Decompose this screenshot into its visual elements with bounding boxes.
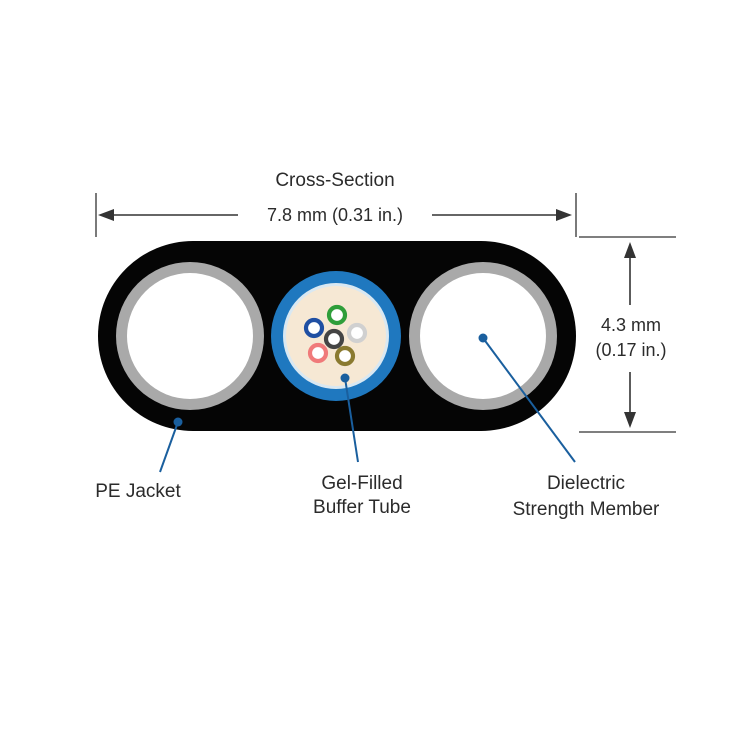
width-dimension: 7.8 mm (0.31 in.)	[95, 193, 577, 237]
label-strength-member-line2: Strength Member	[513, 499, 660, 520]
leader-dot-pe-jacket	[173, 417, 183, 427]
arrowhead-right-icon	[556, 209, 572, 221]
fiber-blue	[303, 317, 325, 339]
arrowhead-up-icon	[624, 242, 636, 258]
height-dimension-label-mm: 4.3 mm	[601, 315, 661, 335]
fiber-rose	[307, 342, 329, 364]
leader-line-strength-member	[482, 337, 576, 463]
arrowhead-left-icon	[98, 209, 114, 221]
arrowhead-down-icon	[624, 412, 636, 428]
fiber-black	[323, 328, 345, 350]
leader-line-pe-jacket	[159, 421, 179, 473]
strength-member-left-core	[127, 273, 253, 399]
height-dimension-label-in: (0.17 in.)	[595, 340, 666, 360]
label-strength-member-line1: Dielectric	[547, 473, 625, 494]
leader-dot-strength-member	[478, 333, 488, 343]
diagram-title: Cross-Section	[275, 170, 394, 191]
fiber-gray	[346, 322, 368, 344]
label-pe-jacket: PE Jacket	[95, 481, 181, 502]
strength-member-left	[116, 262, 264, 410]
leader-line-buffer-tube	[344, 377, 359, 463]
label-buffer-tube-line1: Gel-Filled	[321, 473, 402, 494]
label-buffer-tube-line2: Buffer Tube	[313, 497, 411, 518]
width-dimension-label: 7.8 mm (0.31 in.)	[267, 205, 403, 225]
optical-fibers	[303, 304, 368, 367]
leader-dot-buffer-tube	[340, 373, 350, 383]
fiber-green	[326, 304, 348, 326]
height-dimension: 4.3 mm (0.17 in.)	[579, 236, 676, 433]
leader-lines	[159, 333, 576, 473]
buffer-tube	[271, 271, 401, 401]
fiber-olive	[334, 345, 356, 367]
